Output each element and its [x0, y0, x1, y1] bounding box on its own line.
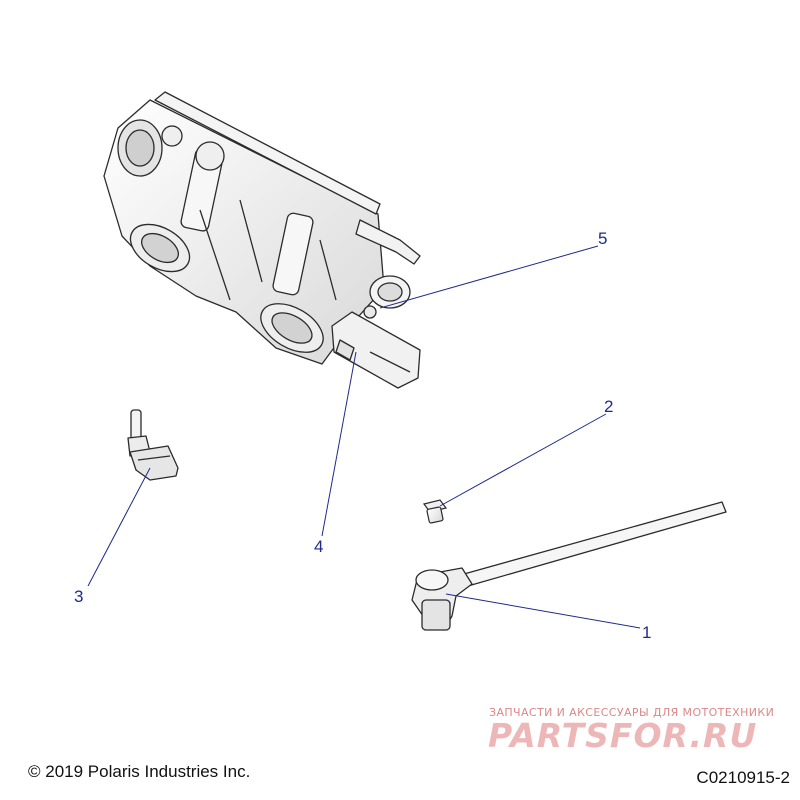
leader-line-5 [379, 245, 599, 309]
watermark-tagline: ЗАПЧАСТИ И АКСЕССУАРЫ ДЛЯ МОТОТЕХНИКИ [489, 706, 775, 719]
callout-3: 3 [74, 587, 84, 606]
temperature-sensor [127, 409, 179, 481]
bolt [422, 499, 448, 524]
callout-5: 5 [598, 229, 608, 248]
callout-4: 4 [314, 537, 324, 556]
throttle-body-assembly [103, 91, 421, 389]
document-id: C0210915-2 [696, 768, 790, 787]
watermark-logo: PARTSFOR.RU [488, 716, 758, 755]
leader-line-4 [321, 351, 357, 537]
copyright-notice: © 2019 Polaris Industries Inc. [28, 762, 251, 781]
leader-line-1 [445, 593, 641, 629]
speed-sensor [411, 501, 727, 631]
callout-2: 2 [604, 397, 614, 416]
callout-1: 1 [642, 623, 652, 642]
leader-line-3 [87, 467, 151, 587]
leader-lines [87, 245, 641, 629]
leader-line-2 [439, 413, 607, 507]
